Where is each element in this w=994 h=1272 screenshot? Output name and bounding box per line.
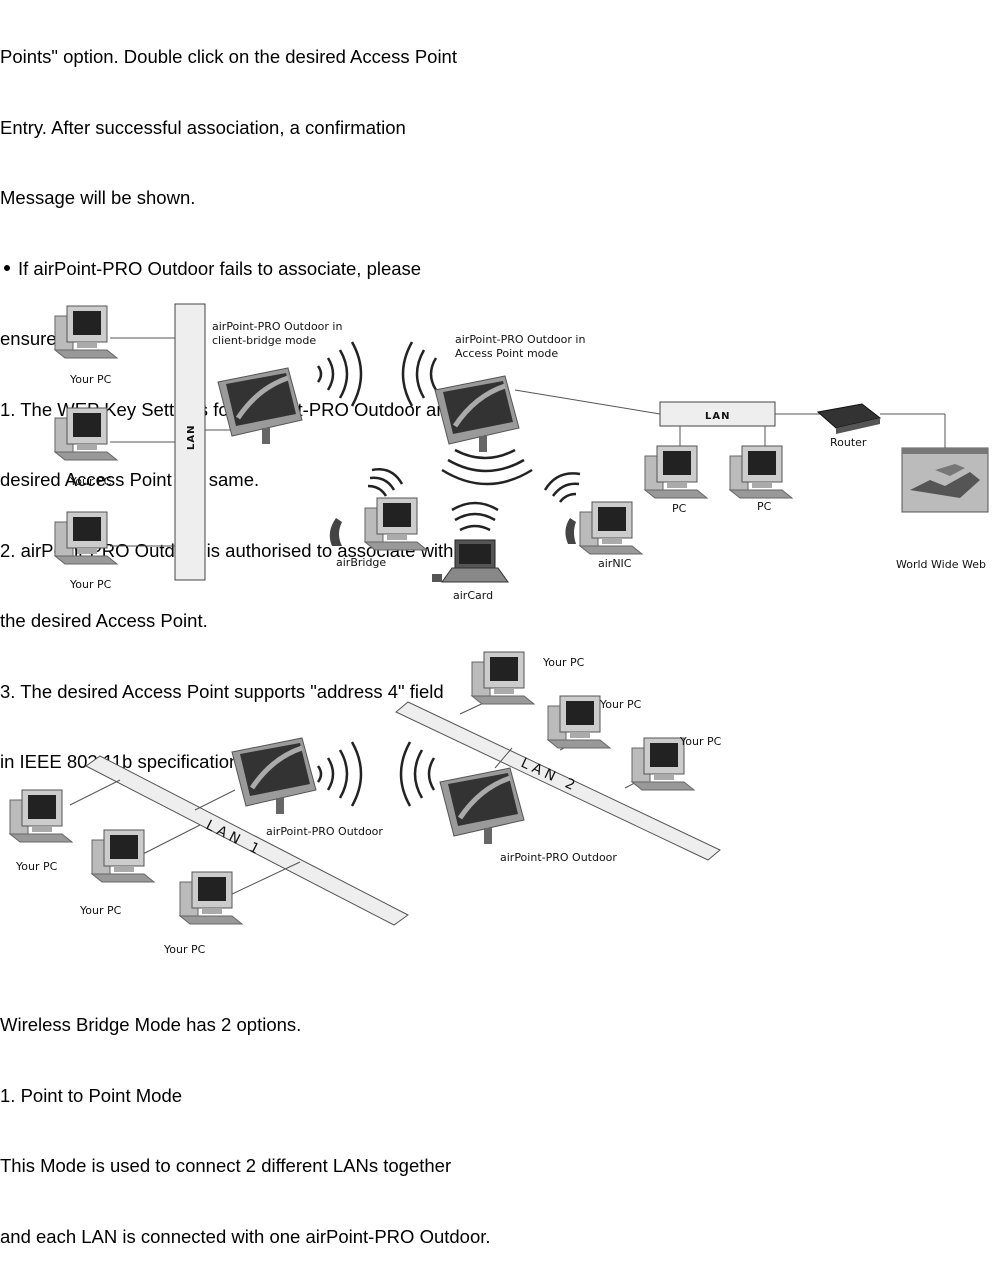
pc-label: Your PC: [542, 656, 585, 669]
client-bridge-diagram: LAN Your PC Your PC Your PC airPoint-PRO…: [54, 303, 989, 602]
www-label: World Wide Web: [896, 558, 986, 571]
antenna-icon: [329, 518, 342, 546]
text-line: and each LAN is connected with one airPo…: [0, 1225, 491, 1247]
access-point-device-icon: [218, 368, 302, 444]
pc-label: Your PC: [163, 943, 206, 956]
pc-label: Your PC: [69, 475, 112, 488]
pc-label: Your PC: [79, 904, 122, 917]
bullet-line: If airPoint-PRO Outdoor fails to associa…: [0, 257, 457, 281]
text-line: Entry. After successful association, a c…: [0, 116, 406, 138]
lan-label: LAN 2: [518, 755, 581, 796]
lan-label: LAN: [186, 425, 197, 450]
device-label: airPoint-PRO Outdoor: [266, 825, 383, 838]
wifi-waves-icon: [543, 472, 581, 503]
device-label: airPoint-PRO Outdoor in: [212, 320, 342, 333]
device-label: airBridge: [336, 556, 386, 569]
access-point-device-icon: [435, 376, 519, 452]
pc-icon: [9, 789, 73, 843]
text-line: If airPoint-PRO Outdoor fails to associa…: [18, 257, 422, 279]
text-line: 1. Point to Point Mode: [0, 1084, 183, 1106]
pc-label: Your PC: [15, 860, 58, 873]
device-label: airNIC: [598, 557, 632, 570]
pc-label: Your PC: [679, 735, 722, 748]
text-line: Wireless Bridge Mode has 2 options.: [0, 1014, 302, 1035]
antenna-icon: [565, 518, 576, 544]
pc-label: PC: [672, 502, 687, 515]
pc-label: Your PC: [69, 578, 112, 591]
router-label: Router: [830, 436, 867, 449]
device-label: airPoint-PRO Outdoor in: [455, 333, 585, 346]
text-line: 3. The desired Access Point supports "ad…: [0, 680, 444, 702]
pc-icon: [179, 871, 243, 925]
top-paragraph: Points" option. Double click on the desi…: [0, 0, 457, 797]
access-point-device-icon: [440, 768, 524, 844]
bullet-icon: [4, 265, 10, 272]
pc-icon: [91, 829, 155, 883]
pc-label: Your PC: [599, 698, 642, 711]
wifi-waves-icon: [316, 341, 438, 407]
pc-icon: [471, 651, 535, 705]
device-label: Access Point mode: [455, 347, 558, 360]
text-line: Message will be shown.: [0, 187, 196, 208]
pc-label: PC: [757, 500, 772, 513]
point-to-point-diagram: LAN 1 LAN 2 Your PC Your PC Your PC airP…: [9, 651, 722, 956]
device-label: airPoint-PRO Outdoor: [500, 851, 617, 864]
pc-icon: [54, 407, 118, 461]
device-label: airCard: [453, 589, 493, 602]
text-line: This Mode is used to connect 2 different…: [0, 1155, 452, 1176]
pc-icon: [54, 305, 118, 359]
wifi-waves-icon: [451, 501, 499, 532]
access-point-device-icon: [232, 738, 316, 814]
text-line: the desired Access Point.: [0, 610, 208, 631]
wifi-waves-icon: [367, 468, 404, 497]
text-line: Points" option. Double click on the desi…: [0, 46, 457, 67]
pc-label: Your PC: [69, 373, 112, 386]
lan-bar: [85, 755, 409, 926]
pc-icon: [364, 497, 428, 551]
lan-bar: [395, 701, 721, 861]
lan-bar: [174, 303, 206, 581]
router-icon: [816, 403, 882, 434]
text-line: ensure:: [0, 328, 62, 349]
laptop-icon: [432, 539, 509, 583]
device-label: client-bridge mode: [212, 334, 316, 347]
bottom-paragraph: Wireless Bridge Mode has 2 options. 1. P…: [0, 966, 491, 1272]
wifi-waves-icon: [316, 741, 436, 807]
pc-icon: [579, 501, 643, 555]
pc-icon: [729, 445, 793, 499]
pc-icon: [54, 511, 118, 565]
web-browser-icon: [901, 447, 989, 513]
pc-icon: [644, 445, 708, 499]
wifi-waves-icon: [441, 448, 533, 486]
lan-label: LAN: [705, 411, 730, 422]
